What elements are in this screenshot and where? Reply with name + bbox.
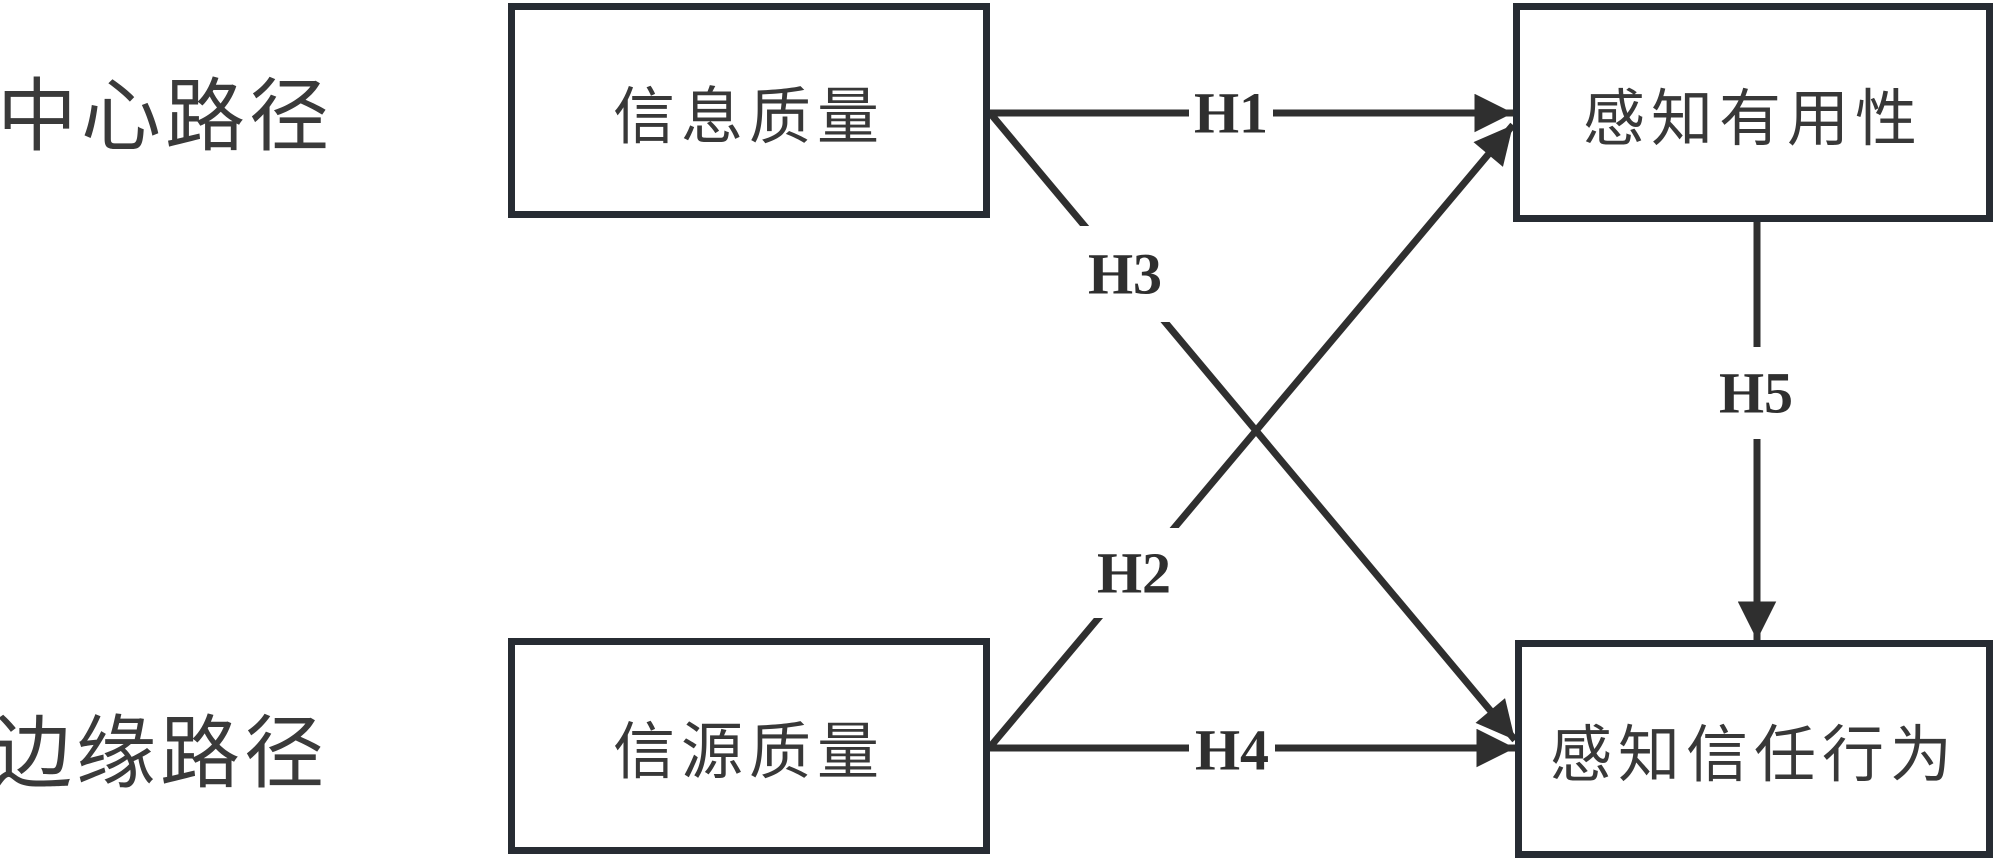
node-information-quality: 信息质量 [508, 3, 990, 218]
edge-H3-label: H3 [1088, 242, 1162, 307]
node-perceived-usefulness: 感知有用性 [1513, 3, 1993, 222]
side-label-peripheral-route: 边缘路径 [0, 711, 328, 799]
node-perceived-trust-behavior: 感知信任行为 [1515, 640, 1993, 858]
node-source-quality-label: 信源质量 [612, 719, 885, 787]
edge-H1-label: H1 [1194, 81, 1268, 146]
side-label-central-route: 中心路径 [0, 74, 333, 162]
node-perceived-usefulness-label: 感知有用性 [1582, 85, 1923, 154]
edge-H2-label: H2 [1097, 541, 1171, 606]
edge-H4-label: H4 [1195, 718, 1269, 783]
edge-H2-label-bg [1085, 528, 1183, 618]
node-source-quality: 信源质量 [508, 638, 990, 854]
edge-H5-label-bg [1709, 347, 1803, 439]
node-information-quality-label: 信息质量 [612, 83, 885, 152]
node-perceived-trust-behavior-label: 感知信任行为 [1549, 722, 1958, 790]
edge-H3-label-bg [1072, 226, 1178, 322]
edge-H2-line [987, 122, 1516, 750]
edge-H1-label-bg [1189, 85, 1273, 141]
edge-H3-line [987, 110, 1518, 743]
edge-H4-label-bg [1189, 722, 1275, 778]
edge-H5-label: H5 [1719, 361, 1793, 426]
